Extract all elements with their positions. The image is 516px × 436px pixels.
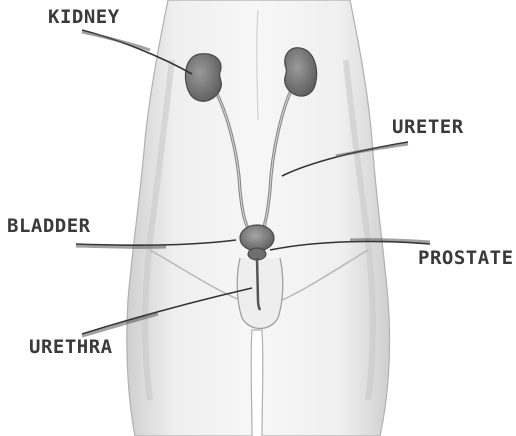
bladder-label: BLADDER bbox=[7, 215, 91, 237]
right-kidney bbox=[285, 48, 317, 96]
ureter-label: URETER bbox=[392, 116, 464, 138]
torso-outline bbox=[127, 0, 390, 436]
kidney-label: KIDNEY bbox=[48, 6, 120, 28]
bladder-pointer-tail bbox=[76, 246, 166, 247]
kidney-pointer-tail bbox=[82, 32, 150, 50]
urethra-label: URETHRA bbox=[29, 336, 113, 358]
prostate-label: PROSTATE bbox=[418, 247, 514, 269]
left-kidney bbox=[185, 54, 221, 102]
bladder bbox=[240, 225, 274, 251]
genital-outline bbox=[237, 258, 283, 329]
